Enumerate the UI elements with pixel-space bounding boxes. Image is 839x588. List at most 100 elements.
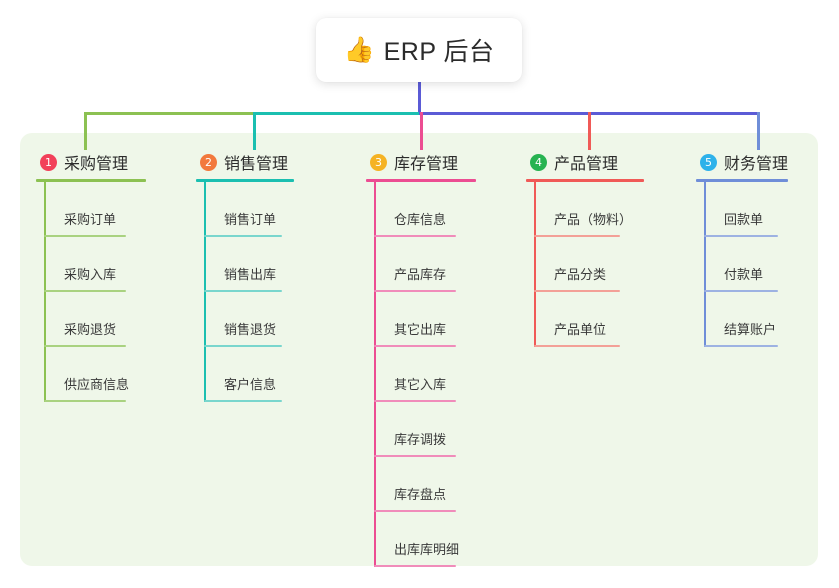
branch-title-1: 采购管理	[64, 156, 129, 173]
leaf-item-underline	[374, 455, 456, 457]
leaf-item-underline	[704, 345, 778, 347]
leaf-item[interactable]: 采购订单	[36, 182, 146, 237]
bus-segment-2	[253, 112, 419, 115]
bus-segment-1	[84, 112, 253, 115]
leaf-item-underline	[204, 235, 282, 237]
leaf-item-label: 结算账户	[724, 322, 777, 337]
branch-column-5: 5 财务管理回款单付款单结算账户	[696, 150, 788, 347]
leaf-item-label: 销售出库	[224, 267, 277, 282]
branch-header-2[interactable]: 2 销售管理	[196, 150, 294, 174]
drop-stem-3	[420, 112, 423, 150]
leaf-item-label: 仓库信息	[394, 212, 447, 227]
leaf-item-label: 销售退货	[224, 322, 277, 337]
leaf-item[interactable]: 付款单	[696, 237, 788, 292]
leaf-item-underline	[44, 235, 126, 237]
leaf-item-label: 库存调拨	[394, 432, 447, 447]
leaf-item-label: 产品（物料）	[554, 212, 633, 227]
branch-stem-5	[704, 182, 706, 347]
leaf-item[interactable]: 产品分类	[526, 237, 644, 292]
leaf-item[interactable]: 其它入库	[366, 347, 476, 402]
leaf-item-underline	[204, 345, 282, 347]
branch-header-5[interactable]: 5 财务管理	[696, 150, 788, 174]
leaf-item-underline	[204, 400, 282, 402]
leaf-item-underline	[704, 290, 778, 292]
branch-badge-2: 2	[200, 153, 217, 171]
branch-title-5: 财务管理	[724, 156, 789, 173]
leaf-item-label: 其它出库	[394, 322, 447, 337]
branch-items-1: 采购订单采购入库采购退货供应商信息	[36, 182, 146, 402]
leaf-item[interactable]: 库存盘点	[366, 457, 476, 512]
leaf-item-underline	[44, 400, 126, 402]
branch-badge-1: 1	[40, 153, 57, 171]
leaf-item[interactable]: 库存调拨	[366, 402, 476, 457]
leaf-item[interactable]: 销售订单	[196, 182, 294, 237]
leaf-item[interactable]: 采购退货	[36, 292, 146, 347]
leaf-item[interactable]: 产品（物料）	[526, 182, 644, 237]
leaf-item-label: 采购入库	[64, 267, 117, 282]
branch-underline-1	[36, 179, 146, 182]
leaf-item[interactable]: 其它出库	[366, 292, 476, 347]
branch-items-2: 销售订单销售出库销售退货客户信息	[196, 182, 294, 402]
leaf-item-underline	[374, 345, 456, 347]
drop-stem-1	[84, 112, 87, 150]
leaf-item-underline	[534, 235, 620, 237]
leaf-item[interactable]: 产品库存	[366, 237, 476, 292]
branch-items-5: 回款单付款单结算账户	[696, 182, 788, 347]
leaf-item-label: 产品分类	[554, 267, 607, 282]
leaf-item-label: 出库库明细	[394, 542, 460, 557]
leaf-item-underline	[374, 235, 456, 237]
leaf-item[interactable]: 供应商信息	[36, 347, 146, 402]
root-node[interactable]: 👍 ERP 后台	[316, 18, 522, 82]
leaf-item-label: 销售订单	[224, 212, 277, 227]
leaf-item[interactable]: 销售退货	[196, 292, 294, 347]
branch-items-3: 仓库信息产品库存其它出库其它入库库存调拨库存盘点出库库明细	[366, 182, 476, 567]
leaf-item[interactable]: 采购入库	[36, 237, 146, 292]
drop-stem-2	[253, 112, 256, 150]
leaf-item-underline	[204, 290, 282, 292]
leaf-item-label: 其它入库	[394, 377, 447, 392]
leaf-item[interactable]: 仓库信息	[366, 182, 476, 237]
leaf-item[interactable]: 回款单	[696, 182, 788, 237]
leaf-item-underline	[534, 345, 620, 347]
branch-underline-3	[366, 179, 476, 182]
thumbs-up-icon: 👍	[343, 35, 375, 64]
leaf-item-underline	[374, 565, 456, 567]
leaf-item-label: 产品库存	[394, 267, 447, 282]
branch-column-3: 3 库存管理仓库信息产品库存其它出库其它入库库存调拨库存盘点出库库明细	[366, 150, 476, 567]
branch-badge-3: 3	[370, 153, 387, 171]
branch-header-1[interactable]: 1 采购管理	[36, 150, 146, 174]
leaf-item-underline	[374, 290, 456, 292]
drop-stem-4	[588, 112, 591, 150]
leaf-item-underline	[374, 400, 456, 402]
leaf-item[interactable]: 结算账户	[696, 292, 788, 347]
leaf-item-underline	[534, 290, 620, 292]
leaf-item-underline	[704, 235, 778, 237]
leaf-item[interactable]: 产品单位	[526, 292, 644, 347]
branch-title-4: 产品管理	[554, 156, 619, 173]
branch-badge-5: 5	[700, 153, 717, 171]
branch-stem-4	[534, 182, 536, 347]
branch-header-3[interactable]: 3 库存管理	[366, 150, 476, 174]
leaf-item-label: 采购订单	[64, 212, 117, 227]
branch-stem-2	[204, 182, 206, 402]
leaf-item-label: 回款单	[724, 212, 764, 227]
leaf-item[interactable]: 销售出库	[196, 237, 294, 292]
branch-column-1: 1 采购管理采购订单采购入库采购退货供应商信息	[36, 150, 146, 402]
branch-underline-2	[196, 179, 294, 182]
branch-stem-1	[44, 182, 46, 402]
branch-underline-5	[696, 179, 788, 182]
leaf-item-underline	[374, 510, 456, 512]
leaf-item[interactable]: 出库库明细	[366, 512, 476, 567]
leaf-item[interactable]: 客户信息	[196, 347, 294, 402]
leaf-item-label: 库存盘点	[394, 487, 447, 502]
leaf-item-label: 客户信息	[224, 377, 277, 392]
branches-panel	[20, 133, 818, 566]
leaf-item-underline	[44, 345, 126, 347]
branch-stem-3	[374, 182, 376, 567]
branch-title-3: 库存管理	[394, 156, 459, 173]
leaf-item-label: 采购退货	[64, 322, 117, 337]
branch-title-2: 销售管理	[224, 156, 289, 173]
